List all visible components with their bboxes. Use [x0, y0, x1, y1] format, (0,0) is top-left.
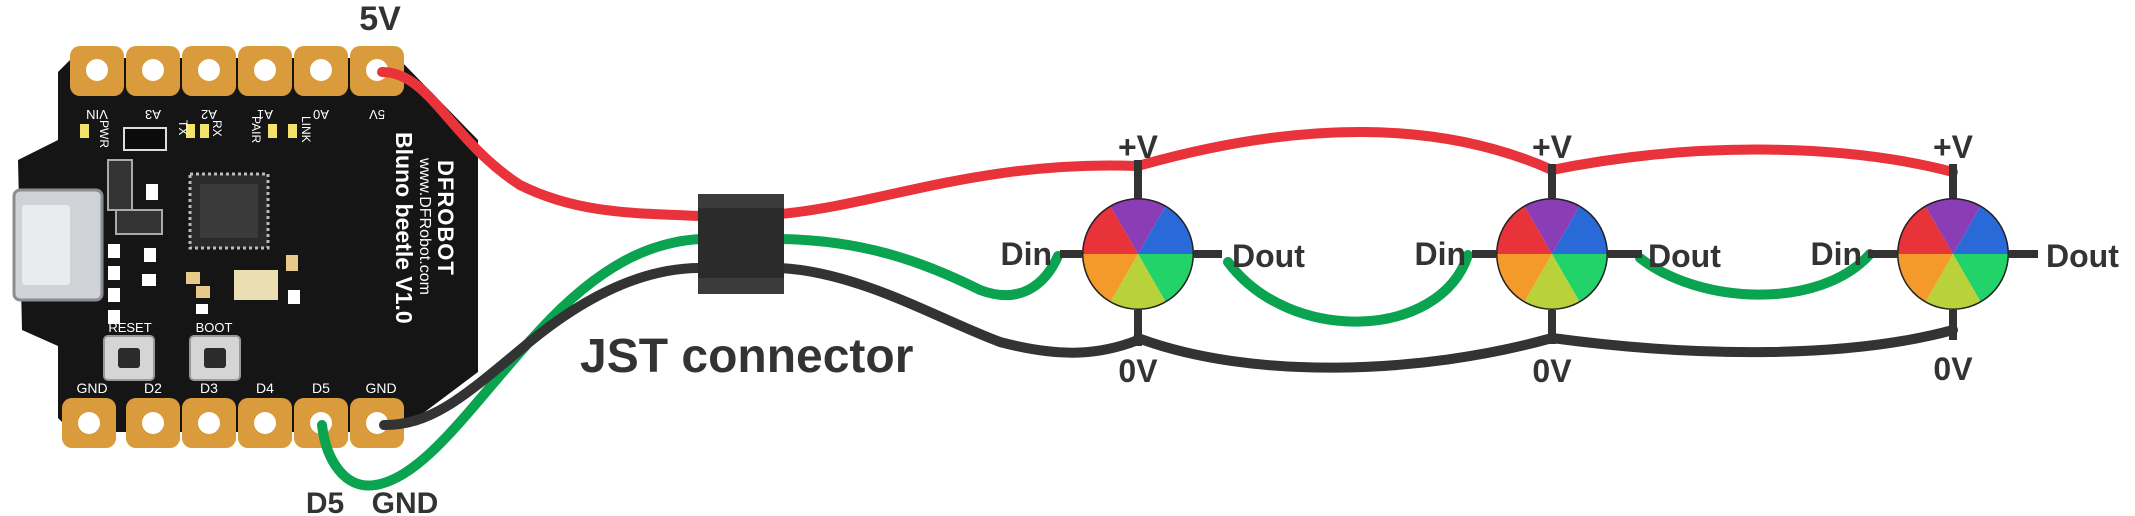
wire-gnd-to-jst	[379, 263, 705, 430]
diagram-labels: 5V D5 GND JST connector +V Din Dout 0V +…	[306, 0, 2119, 516]
wire-data-led2-led3	[1635, 249, 1875, 300]
led-label-pair: PAIR	[249, 116, 263, 143]
led-3-plus-label: +V	[1933, 129, 1974, 165]
top-pin-labels: VIN A3 A2 A1 A0 5V	[86, 107, 385, 122]
jst-connector	[698, 194, 784, 294]
pin-label-d5: D5	[312, 380, 330, 396]
wire-ground-led1-led2	[1133, 333, 1557, 373]
wire-power-led2-led3	[1547, 144, 1958, 177]
wire-data-jst-led1	[775, 234, 1063, 300]
pin-label-gnd-left: GND	[76, 380, 107, 396]
wire-ground-jst-led1	[775, 263, 1143, 358]
pin-label-d4: D4	[256, 380, 274, 396]
boot-label: BOOT	[196, 320, 233, 335]
board-website: www.DFRobot.com	[416, 157, 433, 295]
led-label-pwr: PWR	[97, 120, 111, 148]
led-label-rx: RX	[210, 120, 224, 137]
pin-label-a1: A1	[257, 107, 273, 122]
led-3	[1868, 164, 2038, 340]
pad-gnd-left[interactable]	[62, 398, 116, 448]
led-3-dout-label: Dout	[2046, 238, 2119, 274]
led-1-dout-label: Dout	[1232, 238, 1305, 274]
board-brand: DFROBOT	[433, 160, 458, 276]
led-rx	[200, 124, 209, 138]
pin-label-a2: A2	[201, 107, 217, 122]
led-label-tx: TX	[176, 120, 190, 135]
led-2	[1472, 164, 1642, 344]
led-2-zero-label: 0V	[1532, 353, 1572, 389]
led-1-plus-label: +V	[1118, 129, 1159, 165]
pin-label-gnd-right: GND	[365, 380, 396, 396]
label-5v: 5V	[359, 0, 401, 38]
bluno-beetle-board: VIN A3 A2 A1 A0 5V GND D2 D3 D4 D5 GND P…	[12, 46, 478, 448]
boot-button[interactable]	[189, 335, 241, 381]
wire-data-led1-led2	[1223, 250, 1473, 327]
led-1-zero-label: 0V	[1118, 353, 1158, 389]
top-pin-pads	[70, 46, 404, 96]
microcontroller-chip	[188, 172, 270, 250]
pin-label-vin: VIN	[86, 107, 108, 122]
wires	[317, 67, 1958, 491]
led-tx	[186, 124, 195, 138]
pad-a1[interactable]	[238, 46, 292, 96]
reset-button[interactable]	[103, 335, 155, 381]
bottom-pin-labels: GND D2 D3 D4 D5 GND	[76, 380, 396, 396]
led-2-dout-label: Dout	[1648, 238, 1721, 274]
pad-d3[interactable]	[182, 398, 236, 448]
label-d5: D5	[306, 487, 344, 516]
led-3-zero-label: 0V	[1933, 351, 1973, 387]
pad-d4[interactable]	[238, 398, 292, 448]
pad-d2[interactable]	[126, 398, 180, 448]
pin-label-d3: D3	[200, 380, 218, 396]
pin-label-a0: A0	[313, 107, 329, 122]
pad-a2[interactable]	[182, 46, 236, 96]
wire-5v-to-jst	[377, 67, 705, 221]
usb-port	[12, 188, 104, 302]
pad-vin[interactable]	[70, 46, 124, 96]
bottom-pin-pads	[62, 398, 404, 448]
smd-components	[107, 127, 300, 324]
board-model: Bluno beetle V1.0	[391, 132, 417, 324]
pad-a3[interactable]	[126, 46, 180, 96]
pin-label-5v: 5V	[369, 107, 385, 122]
wire-power-led1-led2	[1133, 127, 1557, 175]
led-1-din-label: Din	[1000, 236, 1052, 272]
wire-power-jst-led1	[775, 160, 1143, 219]
led-pair	[268, 124, 277, 138]
wire-ground-led2-led3	[1547, 325, 1958, 358]
led-pwr	[80, 124, 89, 138]
label-gnd: GND	[372, 487, 439, 516]
wire-d5-to-jst	[317, 234, 705, 491]
led-2-din-label: Din	[1414, 236, 1466, 272]
label-jst-connector: JST connector	[580, 330, 913, 383]
reset-label: RESET	[108, 320, 151, 335]
status-leds: PWR TX RX PAIR LINK	[80, 116, 313, 148]
led-1	[1060, 160, 1222, 346]
led-label-link: LINK	[299, 116, 313, 143]
led-link	[288, 124, 297, 138]
pin-label-d2: D2	[144, 380, 162, 396]
led-3-din-label: Din	[1810, 236, 1862, 272]
rgb-led-2	[1496, 198, 1608, 310]
pin-label-a3: A3	[145, 107, 161, 122]
rgb-led-3	[1897, 198, 2009, 310]
rgb-led-1	[1082, 198, 1194, 310]
led-2-plus-label: +V	[1532, 129, 1573, 165]
pad-a0[interactable]	[294, 46, 348, 96]
